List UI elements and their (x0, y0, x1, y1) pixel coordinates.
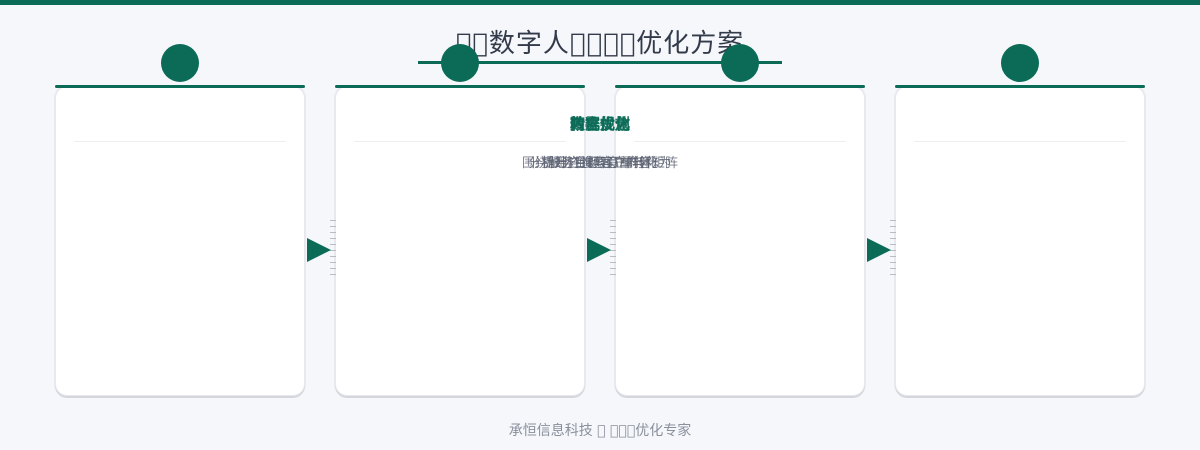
arrow-right-icon (587, 238, 611, 262)
title-underline (418, 61, 782, 64)
card-top-accent (335, 85, 585, 88)
connector-ticks (890, 220, 896, 278)
top-accent-bar (0, 0, 1200, 5)
step-1-icon (161, 44, 199, 82)
card-top-accent (55, 85, 305, 88)
step-card-3 (615, 85, 865, 396)
step-4-icon (1001, 44, 1039, 82)
card-divider (634, 141, 846, 142)
footer-text: 承恒信息科技 􀀀 􀀀􀀀􀀀优化专家 (508, 423, 692, 439)
arrow-right-icon (867, 238, 891, 262)
card-divider (354, 141, 566, 142)
step-card-2 (335, 85, 585, 396)
card-top-accent (895, 85, 1145, 88)
step-card-4 (895, 85, 1145, 396)
connector-ticks (330, 220, 336, 278)
connector-ticks (610, 220, 616, 278)
step-3-icon (721, 44, 759, 82)
page-title: 􀀀􀀀数字人􀀀􀀀􀀀􀀀优化方案 (455, 29, 745, 59)
card-divider (74, 141, 286, 142)
arrow-right-icon (307, 238, 331, 262)
step-2-icon (441, 44, 479, 82)
card-top-accent (615, 85, 865, 88)
card-divider (914, 141, 1126, 142)
step-card-1 (55, 85, 305, 396)
